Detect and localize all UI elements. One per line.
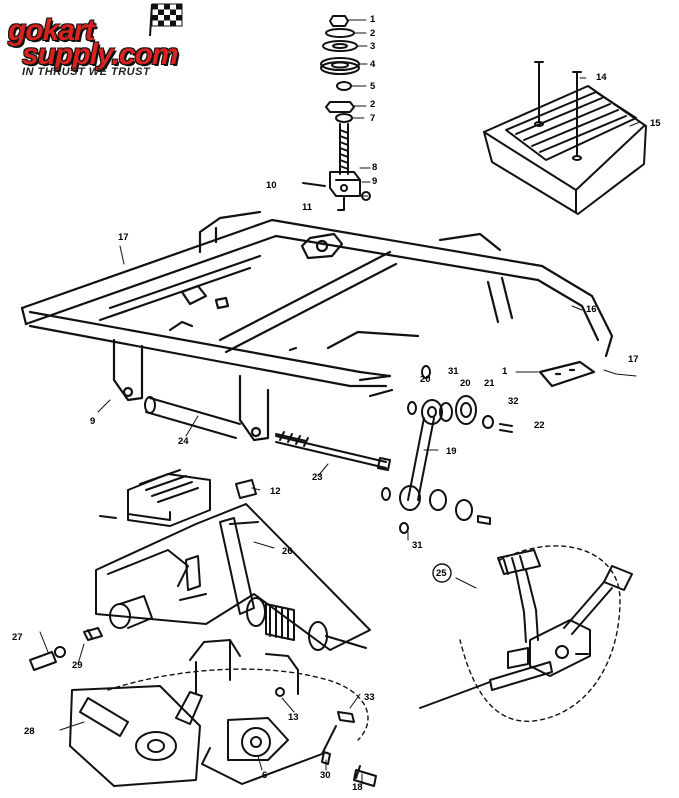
callout-5: 5 bbox=[370, 81, 376, 92]
logo-text-gokart: gokart bbox=[8, 14, 95, 47]
callout-20: 20 bbox=[460, 378, 471, 389]
logo-tagline: IN THRUST WE TRUST bbox=[22, 66, 151, 78]
detail-callout-loops bbox=[107, 545, 621, 741]
callout-26: 26 bbox=[282, 546, 293, 557]
callout-3: 3 bbox=[370, 41, 375, 52]
callout-10: 10 bbox=[266, 180, 277, 191]
axle-tube-drawing bbox=[144, 396, 391, 471]
callout-24: 24 bbox=[178, 436, 189, 447]
gokartsupply-logo[interactable]: gokart supply.com IN THRUST WE TRUST bbox=[8, 3, 238, 82]
callout-15: 15 bbox=[650, 118, 661, 129]
callout-23: 23 bbox=[312, 472, 323, 483]
callout-28: 28 bbox=[24, 726, 35, 737]
callout-9: 9 bbox=[372, 176, 377, 187]
callout-25-ring bbox=[432, 563, 452, 583]
callout-8: 8 bbox=[372, 162, 377, 173]
brake-caliper-drawing bbox=[69, 639, 377, 787]
brake-pedal-assembly-drawing bbox=[29, 469, 371, 671]
callout-18: 18 bbox=[352, 782, 363, 793]
callout-6: 6 bbox=[262, 770, 267, 781]
callout-12: 12 bbox=[270, 486, 281, 497]
callout-27: 27 bbox=[12, 632, 23, 643]
callout-25: 25 bbox=[436, 568, 447, 579]
callout-16: 16 bbox=[586, 304, 597, 315]
callout-17: 17 bbox=[118, 232, 129, 243]
kart-frame-drawing bbox=[20, 210, 614, 442]
callout-29: 29 bbox=[72, 660, 83, 671]
callout-14: 14 bbox=[596, 72, 607, 83]
tie-rod-drawing bbox=[381, 365, 513, 534]
seat-plate-drawing bbox=[483, 61, 647, 215]
callout-7: 7 bbox=[370, 113, 375, 124]
callout-21: 21 bbox=[484, 378, 495, 389]
callout-17: 17 bbox=[628, 354, 639, 365]
callout-leader-lines bbox=[39, 19, 641, 785]
steering-stack-drawing bbox=[302, 15, 371, 211]
callout-4: 4 bbox=[370, 59, 376, 70]
callout-2: 2 bbox=[370, 28, 375, 39]
checkered-flag-icon bbox=[149, 3, 183, 36]
callout-31: 31 bbox=[412, 540, 423, 551]
callout-20: 20 bbox=[420, 374, 431, 385]
callout-9: 9 bbox=[90, 416, 95, 427]
logo-text-supply: supply.com bbox=[22, 38, 179, 71]
callout-11: 11 bbox=[302, 202, 313, 213]
callout-1: 1 bbox=[502, 366, 508, 377]
shifter-detail-drawing bbox=[419, 549, 633, 709]
callout-2: 2 bbox=[370, 99, 375, 110]
callout-32: 32 bbox=[508, 396, 519, 407]
callout-33: 33 bbox=[364, 692, 375, 703]
callout-22: 22 bbox=[534, 420, 545, 431]
callout-31: 31 bbox=[448, 366, 459, 377]
callout-1: 1 bbox=[370, 14, 376, 25]
callout-30: 30 bbox=[320, 770, 331, 781]
callout-13: 13 bbox=[288, 712, 299, 723]
callout-19: 19 bbox=[446, 446, 457, 457]
